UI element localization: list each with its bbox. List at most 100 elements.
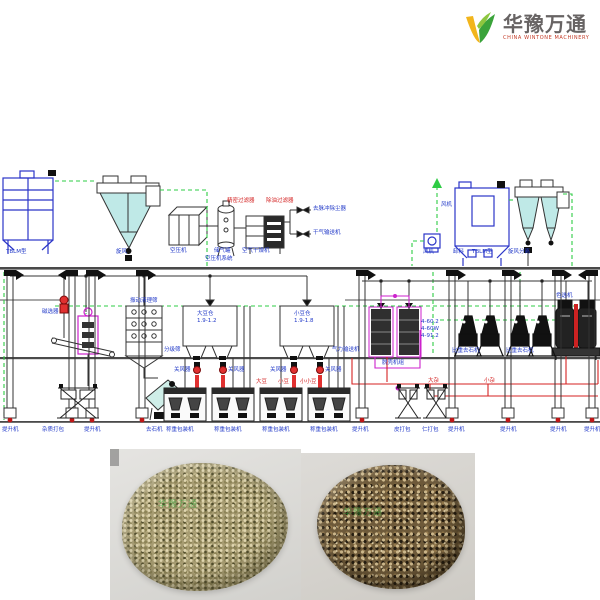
- diagram-label: 空压机: [170, 248, 187, 254]
- hull-pile: [317, 465, 465, 589]
- rotary-airlocks: [193, 362, 324, 388]
- bucket-elevator: [135, 270, 156, 423]
- diagram-label: 风机: [423, 249, 435, 255]
- diagram-label: 卸料: [453, 249, 465, 255]
- diagram-label: 关风器: [270, 367, 287, 373]
- bucket-elevator: [551, 270, 572, 423]
- grading-sieve: [124, 305, 164, 369]
- packing-scales: [163, 387, 351, 422]
- bag-packers: [57, 384, 449, 419]
- air-tank: [199, 200, 235, 257]
- diagram-label: 风机: [441, 202, 453, 208]
- packing-scale: [211, 387, 255, 422]
- diagram-label: 储气罐: [214, 248, 231, 254]
- diagram-label: TBLM型: [472, 249, 493, 255]
- process-lines: [10, 274, 592, 420]
- bucket-elevator: [445, 270, 466, 423]
- diagram-label: 杂质打包: [42, 427, 65, 433]
- diagram-label: 小杂: [484, 378, 496, 384]
- color-sorter: [551, 299, 600, 360]
- seed-pile: [122, 463, 288, 591]
- diagram-label: 提升机: [500, 427, 517, 433]
- vibrating-cleaner-magenta: [77, 307, 99, 355]
- bucket-elevator: [578, 270, 599, 423]
- diagram-label: 称重包装机: [166, 427, 194, 433]
- logo-brand-text: 华豫万通: [503, 11, 587, 36]
- diagram-label: 关风器: [174, 367, 191, 373]
- diagram-label: 磁选器: [42, 309, 59, 315]
- diagram-label: 称重包装机: [262, 427, 290, 433]
- cyclone-separator-right: [514, 179, 570, 266]
- gravity-destoners: [454, 315, 556, 357]
- diagram-label: 提升机: [84, 427, 101, 433]
- bin-small: [279, 305, 335, 360]
- packing-scale: [307, 387, 351, 422]
- gravity-destoner: [528, 315, 556, 357]
- photo-hemp-seeds: 华豫万通: [110, 449, 301, 600]
- diagram-label: 提升机: [448, 427, 465, 433]
- diagram-label: 比重去石机: [506, 348, 534, 354]
- diagram-label: 振动清理筛: [130, 298, 158, 304]
- bucket-elevator: [3, 270, 24, 423]
- diagram-label: 1.9-1.2: [197, 318, 217, 324]
- baghouse-filter-left: [2, 170, 56, 254]
- diagram-label: 小豆: [278, 379, 290, 385]
- gravity-destoner: [476, 315, 504, 357]
- logo-subtitle-text: CHINA WINTONE MACHINERY: [503, 34, 590, 41]
- diagram-label: 大豆: [256, 379, 268, 385]
- bucket-elevator: [355, 270, 376, 423]
- diagram-label: 比重去石机: [452, 348, 480, 354]
- diagram-label: 4-91.2: [421, 333, 439, 339]
- diagram-label: 提升机: [2, 427, 19, 433]
- diagram-label: 空气干燥机: [242, 248, 270, 254]
- process-flow-diagram: [0, 170, 600, 423]
- diagram-label: 旋风: [116, 249, 128, 255]
- bag-packer: [395, 384, 421, 419]
- air-dryer: [234, 215, 285, 254]
- diagram-label: 空压机系统: [205, 256, 233, 262]
- logo-mark-icon: [466, 12, 495, 43]
- diagram-label: 除油过滤器: [266, 198, 294, 204]
- diagram-label: 旋风分离: [508, 249, 531, 255]
- sheller-units: [368, 303, 422, 358]
- diagram-label: 大豆仓: [197, 311, 214, 317]
- diagram-label: 提升机: [584, 427, 600, 433]
- belt-conveyor: [51, 337, 115, 358]
- diagram-label: 气力输送机: [332, 347, 360, 353]
- diagram-label: 小小豆: [300, 379, 317, 385]
- diagram-label: 色选机: [556, 293, 573, 299]
- diagram-label: 分级筛: [164, 347, 181, 353]
- bucket-elevators: [3, 270, 599, 423]
- gravity-destoner: [506, 315, 534, 357]
- diagram-label: 脱壳机组: [382, 360, 405, 366]
- diagram-label: 称重包装机: [310, 427, 338, 433]
- photo-artifact: [110, 449, 119, 466]
- diagram-label: 干气输送机: [313, 230, 341, 236]
- diagram-label: 皮打包: [394, 427, 411, 433]
- bag-packer: [423, 384, 449, 419]
- diagram-label: TBLM型: [6, 249, 27, 255]
- bin-large: [182, 305, 238, 360]
- photo-watermark: 华豫万通: [343, 508, 384, 518]
- diagram-label: 关风器: [325, 367, 342, 373]
- photo-watermark: 华豫万通: [158, 500, 199, 510]
- diagram-label: 关风器: [228, 367, 245, 373]
- diagram-label: 仁打包: [422, 427, 439, 433]
- cyclone-separator-left: [96, 175, 161, 261]
- diagram-label: 小豆仓: [294, 311, 311, 317]
- diagram-label: 4-60W: [421, 326, 439, 332]
- diagram-label: 提升机: [550, 427, 567, 433]
- magnetic-separator: [59, 286, 69, 338]
- bucket-elevator: [85, 270, 106, 423]
- packing-scale: [259, 387, 303, 422]
- photo-hemp-hulls: 华豫万通: [301, 453, 475, 600]
- bag-packer: [57, 384, 99, 419]
- diagram-label: 称重包装机: [214, 427, 242, 433]
- diagram-label: 1.9-1.8: [294, 318, 314, 324]
- diagram-label: 去脉冲除尘器: [313, 206, 347, 212]
- diagram-label: 提升机: [352, 427, 369, 433]
- diagram-label: 4-60.2: [421, 319, 439, 325]
- diagram-label: 去石机: [146, 427, 163, 433]
- air-branch-valves: [284, 206, 311, 238]
